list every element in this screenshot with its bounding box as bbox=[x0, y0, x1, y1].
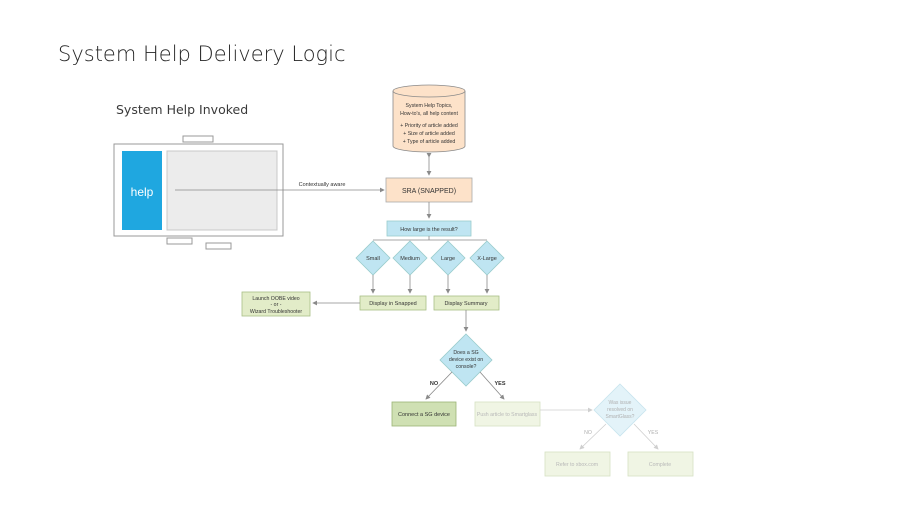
yes-label: YES bbox=[494, 381, 505, 387]
launch-line-1: Launch OOBE video bbox=[252, 296, 299, 302]
help-tile bbox=[122, 151, 162, 230]
subtitle: System Help Invoked bbox=[116, 102, 249, 117]
display-snapped-label: Display in Snapped bbox=[369, 301, 416, 307]
launch-box bbox=[241, 291, 311, 317]
svg-text:SmartGlass?: SmartGlass? bbox=[606, 414, 635, 420]
db-item-3: + Type of article added bbox=[403, 139, 456, 145]
monitor-screen bbox=[166, 150, 278, 231]
size-diamond-medium: Medium bbox=[392, 240, 428, 276]
svg-text:console?: console? bbox=[456, 364, 477, 370]
complete-box bbox=[627, 451, 694, 477]
monitor-stand-left bbox=[166, 237, 193, 245]
no-label-2: NO bbox=[584, 430, 592, 436]
yes-label-2: YES bbox=[648, 430, 659, 436]
svg-text:device exist on: device exist on bbox=[449, 357, 483, 363]
svg-text:Was issue: Was issue bbox=[609, 400, 632, 406]
connect-box bbox=[391, 401, 457, 427]
size-diamond-large: Large bbox=[430, 240, 466, 276]
refer-label: Refer to xbox.com bbox=[556, 462, 598, 468]
svg-text:Small: Small bbox=[366, 256, 380, 262]
help-label: help bbox=[131, 185, 154, 199]
question-label: How large is the result? bbox=[400, 227, 457, 233]
db-line-2: How-to's, all help content bbox=[400, 111, 458, 117]
size-diamond-xlarge: X-Large bbox=[469, 240, 505, 276]
sra-box bbox=[385, 177, 473, 203]
refer-box bbox=[544, 451, 611, 477]
display-summary-box bbox=[433, 295, 500, 311]
help-database: System Help Topics, How-to's, all help c… bbox=[392, 84, 466, 153]
sra-label: SRA (SNAPPED) bbox=[402, 188, 456, 195]
sg-device-decision: Does a SG device exist on console? bbox=[439, 333, 493, 387]
db-line-1: System Help Topics, bbox=[406, 103, 453, 109]
complete-label: Complete bbox=[649, 462, 671, 468]
display-summary-label: Display Summary bbox=[444, 301, 487, 307]
no-label: NO bbox=[430, 381, 439, 387]
launch-line-3: Wizard Troubleshooter bbox=[250, 309, 302, 315]
svg-text:resolved on: resolved on bbox=[607, 407, 633, 413]
svg-text:Large: Large bbox=[441, 256, 455, 262]
push-box bbox=[474, 401, 541, 427]
monitor-top-tab bbox=[182, 135, 214, 143]
svg-text:Medium: Medium bbox=[400, 256, 420, 262]
svg-text:Does a SG: Does a SG bbox=[453, 350, 478, 356]
edge-label: Contextually aware bbox=[299, 182, 346, 188]
db-item-1: + Priority of article added bbox=[400, 123, 458, 129]
db-item-2: + Size of article added bbox=[403, 131, 455, 137]
resolved-decision: Was issue resolved on SmartGlass? bbox=[593, 383, 647, 437]
monitor-stand-right bbox=[205, 242, 232, 250]
connect-label: Connect a SG device bbox=[398, 412, 450, 418]
launch-line-2: - or - bbox=[271, 302, 282, 308]
push-label: Push article to Smartglass bbox=[477, 412, 538, 418]
slide-title: System Help Delivery Logic bbox=[58, 42, 346, 66]
size-diamond-small: Small bbox=[355, 240, 391, 276]
svg-text:X-Large: X-Large bbox=[477, 256, 497, 262]
monitor: help bbox=[113, 135, 284, 250]
